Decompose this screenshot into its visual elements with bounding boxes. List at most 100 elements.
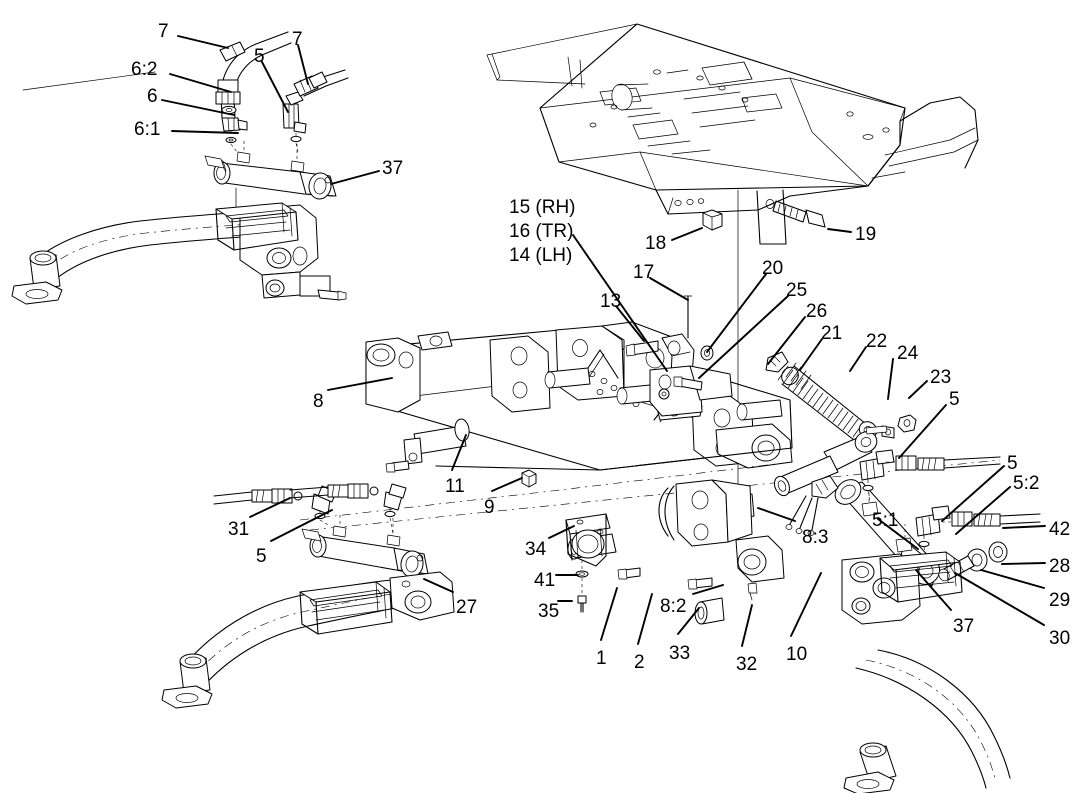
leader-line-51 xyxy=(877,518,919,550)
leader-line-10 xyxy=(790,572,822,637)
callout-label-c25: 25 xyxy=(786,280,808,301)
leader-line-30 xyxy=(954,572,1045,626)
callout-label-c83: 8:3 xyxy=(802,527,829,548)
parts-bottom-center-hardware xyxy=(567,479,785,625)
callout-label-c9: 9 xyxy=(484,497,495,518)
callout-label-c35: 35 xyxy=(538,601,560,622)
leader-line-18 xyxy=(671,227,703,241)
leader-line-7 xyxy=(297,44,309,85)
leader-line-61 xyxy=(171,130,239,134)
callout-label-c52: 5:2 xyxy=(1013,473,1040,494)
callout-label-c28: 28 xyxy=(1049,556,1071,577)
leader-line-34 xyxy=(548,525,575,539)
callout-label-c29: 29 xyxy=(1049,590,1071,611)
leader-line-62 xyxy=(169,73,232,93)
leader-line-13 xyxy=(615,305,645,342)
center-main-frame-beam xyxy=(299,321,1001,531)
callout-label-c10: 10 xyxy=(786,644,808,665)
leader-line-26 xyxy=(767,316,806,365)
callout-label-c5top: 5 xyxy=(254,46,265,67)
callout-label-c61: 6:1 xyxy=(134,119,161,140)
hydraulic-fittings-upper-left xyxy=(215,31,349,153)
parts-11-and-9 xyxy=(385,418,537,488)
leader-line-1 xyxy=(600,587,618,641)
leader-line-16TR xyxy=(572,234,668,372)
main-frame-chassis xyxy=(22,23,979,501)
leader-line-5 xyxy=(261,61,289,113)
callout-label-c30: 30 xyxy=(1049,628,1071,649)
callout-label-c37b: 37 xyxy=(953,616,975,637)
callout-label-c62: 6:2 xyxy=(131,59,158,80)
callout-label-c5r1: 5 xyxy=(949,389,960,410)
leader-line-31 xyxy=(249,497,291,518)
leader-line-21 xyxy=(799,338,823,371)
leader-line-32 xyxy=(741,604,753,647)
left-lower-lift-arm xyxy=(161,571,455,709)
part-10-fitting xyxy=(785,475,839,536)
callout-label-c42: 42 xyxy=(1049,519,1071,540)
callout-label-c13: 13 xyxy=(600,291,622,312)
callout-label-c34: 34 xyxy=(525,539,547,560)
leader-line-27 xyxy=(423,578,454,593)
callout-label-c7b: 7 xyxy=(292,29,303,50)
callout-label-c51: 5:1 xyxy=(872,510,899,531)
callout-label-c41: 41 xyxy=(534,570,556,591)
callout-label-c33: 33 xyxy=(669,643,691,664)
leader-line-5 xyxy=(941,465,1005,522)
leader-line-82 xyxy=(692,584,724,595)
callout-label-c32: 32 xyxy=(736,654,758,675)
callout-label-c21: 21 xyxy=(821,323,843,344)
callout-label-c5r2: 5 xyxy=(1007,453,1018,474)
hydraulic-fittings-lower-left xyxy=(213,483,407,535)
leader-line-5 xyxy=(898,404,947,459)
callout-label-c19: 19 xyxy=(855,224,877,245)
hydraulic-fittings-right xyxy=(859,449,1041,559)
callout-label-c27: 27 xyxy=(456,597,478,618)
callout-label-c2: 2 xyxy=(634,652,645,673)
leader-line-23 xyxy=(908,380,928,399)
leader-line-28 xyxy=(1001,562,1046,565)
callout-label-c31: 31 xyxy=(228,519,250,540)
leader-line-42 xyxy=(1002,525,1046,529)
callout-label-c26: 26 xyxy=(806,301,828,322)
callout-label-c18: 18 xyxy=(645,233,667,254)
part-27-cylinder-left-lower xyxy=(301,514,429,578)
leader-line-24 xyxy=(887,358,894,400)
callout-label-c8: 8 xyxy=(313,391,324,412)
part-21-extension-spring xyxy=(777,362,917,441)
leader-line-9 xyxy=(491,477,523,492)
callout-leader-lines xyxy=(161,35,1046,647)
leader-line-25 xyxy=(698,295,789,379)
callout-label-c24: 24 xyxy=(897,343,919,364)
callout-label-c6: 6 xyxy=(147,86,158,107)
leader-line-11 xyxy=(451,434,467,471)
callout-label-c5l: 5 xyxy=(256,546,267,567)
parts-20-25-26-hardware xyxy=(658,345,789,400)
leader-line-33 xyxy=(677,607,700,635)
callout-label-c14: 14 (LH) xyxy=(509,245,573,266)
leader-line-37 xyxy=(915,569,952,611)
callout-label-c82: 8:2 xyxy=(660,596,687,617)
part-18-nut xyxy=(702,209,723,231)
leader-line-6 xyxy=(161,99,235,116)
parts-34-41-35-bearing-mount xyxy=(565,513,611,613)
callout-label-c15: 15 (RH) xyxy=(509,197,576,218)
callout-label-c16: 16 (TR) xyxy=(509,221,574,242)
leader-line-37 xyxy=(330,170,380,185)
leader-line-5 xyxy=(270,509,333,542)
leader-line-22 xyxy=(849,346,867,372)
leader-line-29 xyxy=(980,569,1045,589)
callout-label-c23: 23 xyxy=(930,367,952,388)
callout-label-c37a: 37 xyxy=(382,158,404,179)
leader-line-83 xyxy=(757,507,796,522)
leader-line-8 xyxy=(327,377,393,391)
part-19-bolt xyxy=(772,200,826,228)
leader-line-20 xyxy=(706,273,767,353)
callout-label-c22: 22 xyxy=(866,331,888,352)
leader-line-19 xyxy=(827,228,852,233)
leader-line-2 xyxy=(637,593,653,645)
callout-label-c20: 20 xyxy=(762,258,784,279)
callout-label-c7a: 7 xyxy=(158,21,169,42)
